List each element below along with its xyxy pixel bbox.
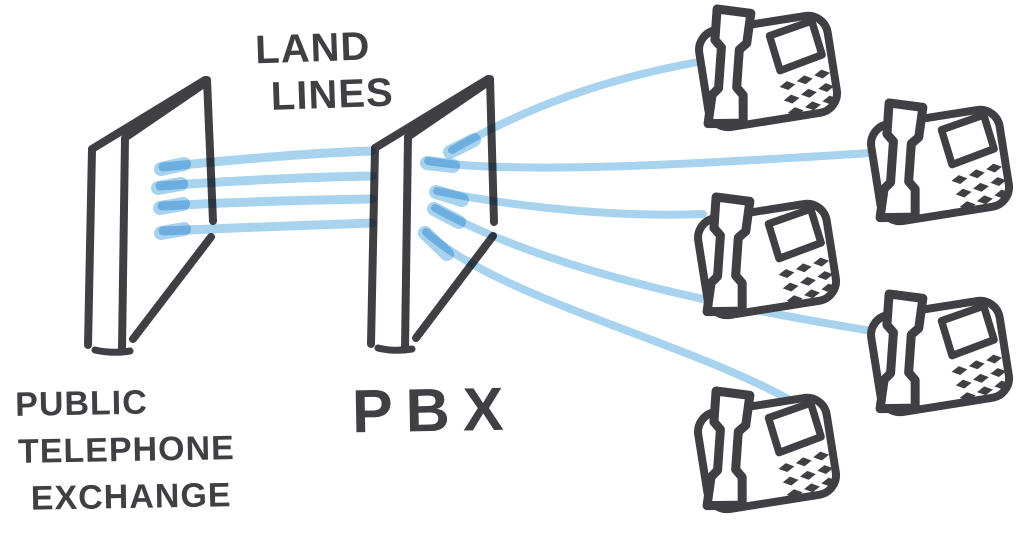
extension-line — [424, 149, 874, 172]
land-lines-label-line2: LINES — [270, 70, 395, 119]
land-lines-label-line1: LAND — [254, 24, 372, 73]
desk-phone-icon — [695, 391, 839, 512]
extension-line — [448, 58, 702, 154]
exchange-label-line3: EXCHANGE — [30, 476, 232, 518]
exchange-label-line1: PUBLIC — [14, 383, 149, 424]
pbx-label: PBX — [351, 374, 518, 446]
exchange-label-line2: TELEPHONE — [17, 429, 236, 471]
desk-phone-icon — [695, 197, 839, 318]
extension-line — [433, 187, 707, 219]
public-telephone-exchange-label: PUBLIC TELEPHONE EXCHANGE — [14, 383, 236, 518]
extension-lines-group — [418, 58, 876, 410]
telephone-exchange-panel-icon — [84, 76, 217, 356]
desk-phone-icon — [868, 103, 1012, 224]
extension-line — [422, 228, 804, 410]
extension-line — [431, 204, 876, 335]
land-line — [157, 194, 377, 211]
land-lines-group — [151, 146, 377, 240]
desk-phone-icon — [696, 9, 840, 130]
land-lines-label: LAND LINES — [254, 24, 395, 119]
desk-phone-icon — [868, 294, 1012, 415]
